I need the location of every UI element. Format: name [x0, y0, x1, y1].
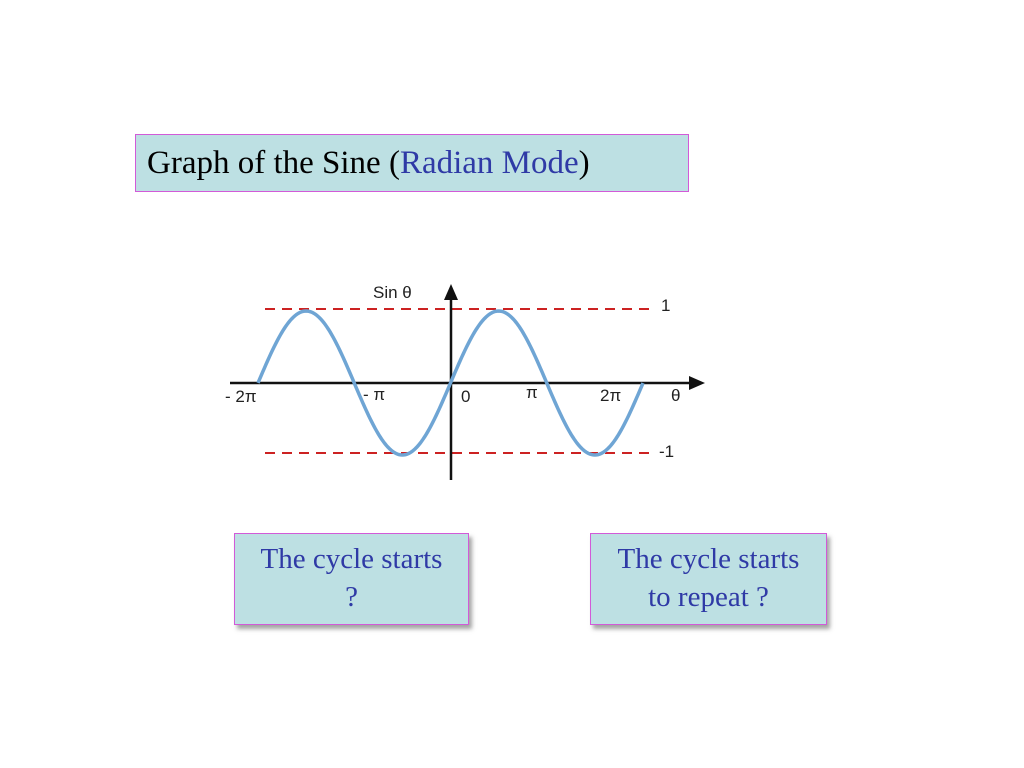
line-label-one: 1 [661, 296, 670, 315]
y-axis-arrow [444, 284, 458, 300]
y-axis-label: Sin θ [373, 283, 412, 302]
note-right-line2: to repeat ? [648, 581, 769, 613]
title-prefix: Graph of the Sine ( [147, 144, 400, 181]
note-cycle-repeats: The cycle starts to repeat ? [590, 533, 827, 625]
tick-label-pi: π [526, 383, 538, 402]
sine-graph: Sin θ θ - 2π - π 0 π 2π 1 -1 [225, 283, 705, 480]
sine-curve [256, 309, 645, 457]
note-right-line1: The cycle starts [617, 543, 800, 576]
title-accent: Radian Mode [399, 144, 579, 181]
x-axis-label: θ [671, 386, 680, 405]
note-left-line2: ? [345, 581, 358, 613]
tick-label-minus-2pi: - 2π [225, 387, 257, 406]
title-suffix: ) [578, 144, 590, 181]
tick-label-zero: 0 [461, 387, 470, 406]
x-axis-arrow [689, 376, 705, 390]
tick-label-2pi: 2π [600, 386, 621, 405]
tick-label-minus-pi: - π [363, 385, 385, 404]
note-left-line1: The cycle starts [260, 543, 443, 576]
line-label-minus-one: -1 [659, 442, 674, 461]
slide-title: Graph of the Sine (Radian Mode) [135, 134, 689, 192]
note-cycle-starts: The cycle starts ? [234, 533, 469, 625]
